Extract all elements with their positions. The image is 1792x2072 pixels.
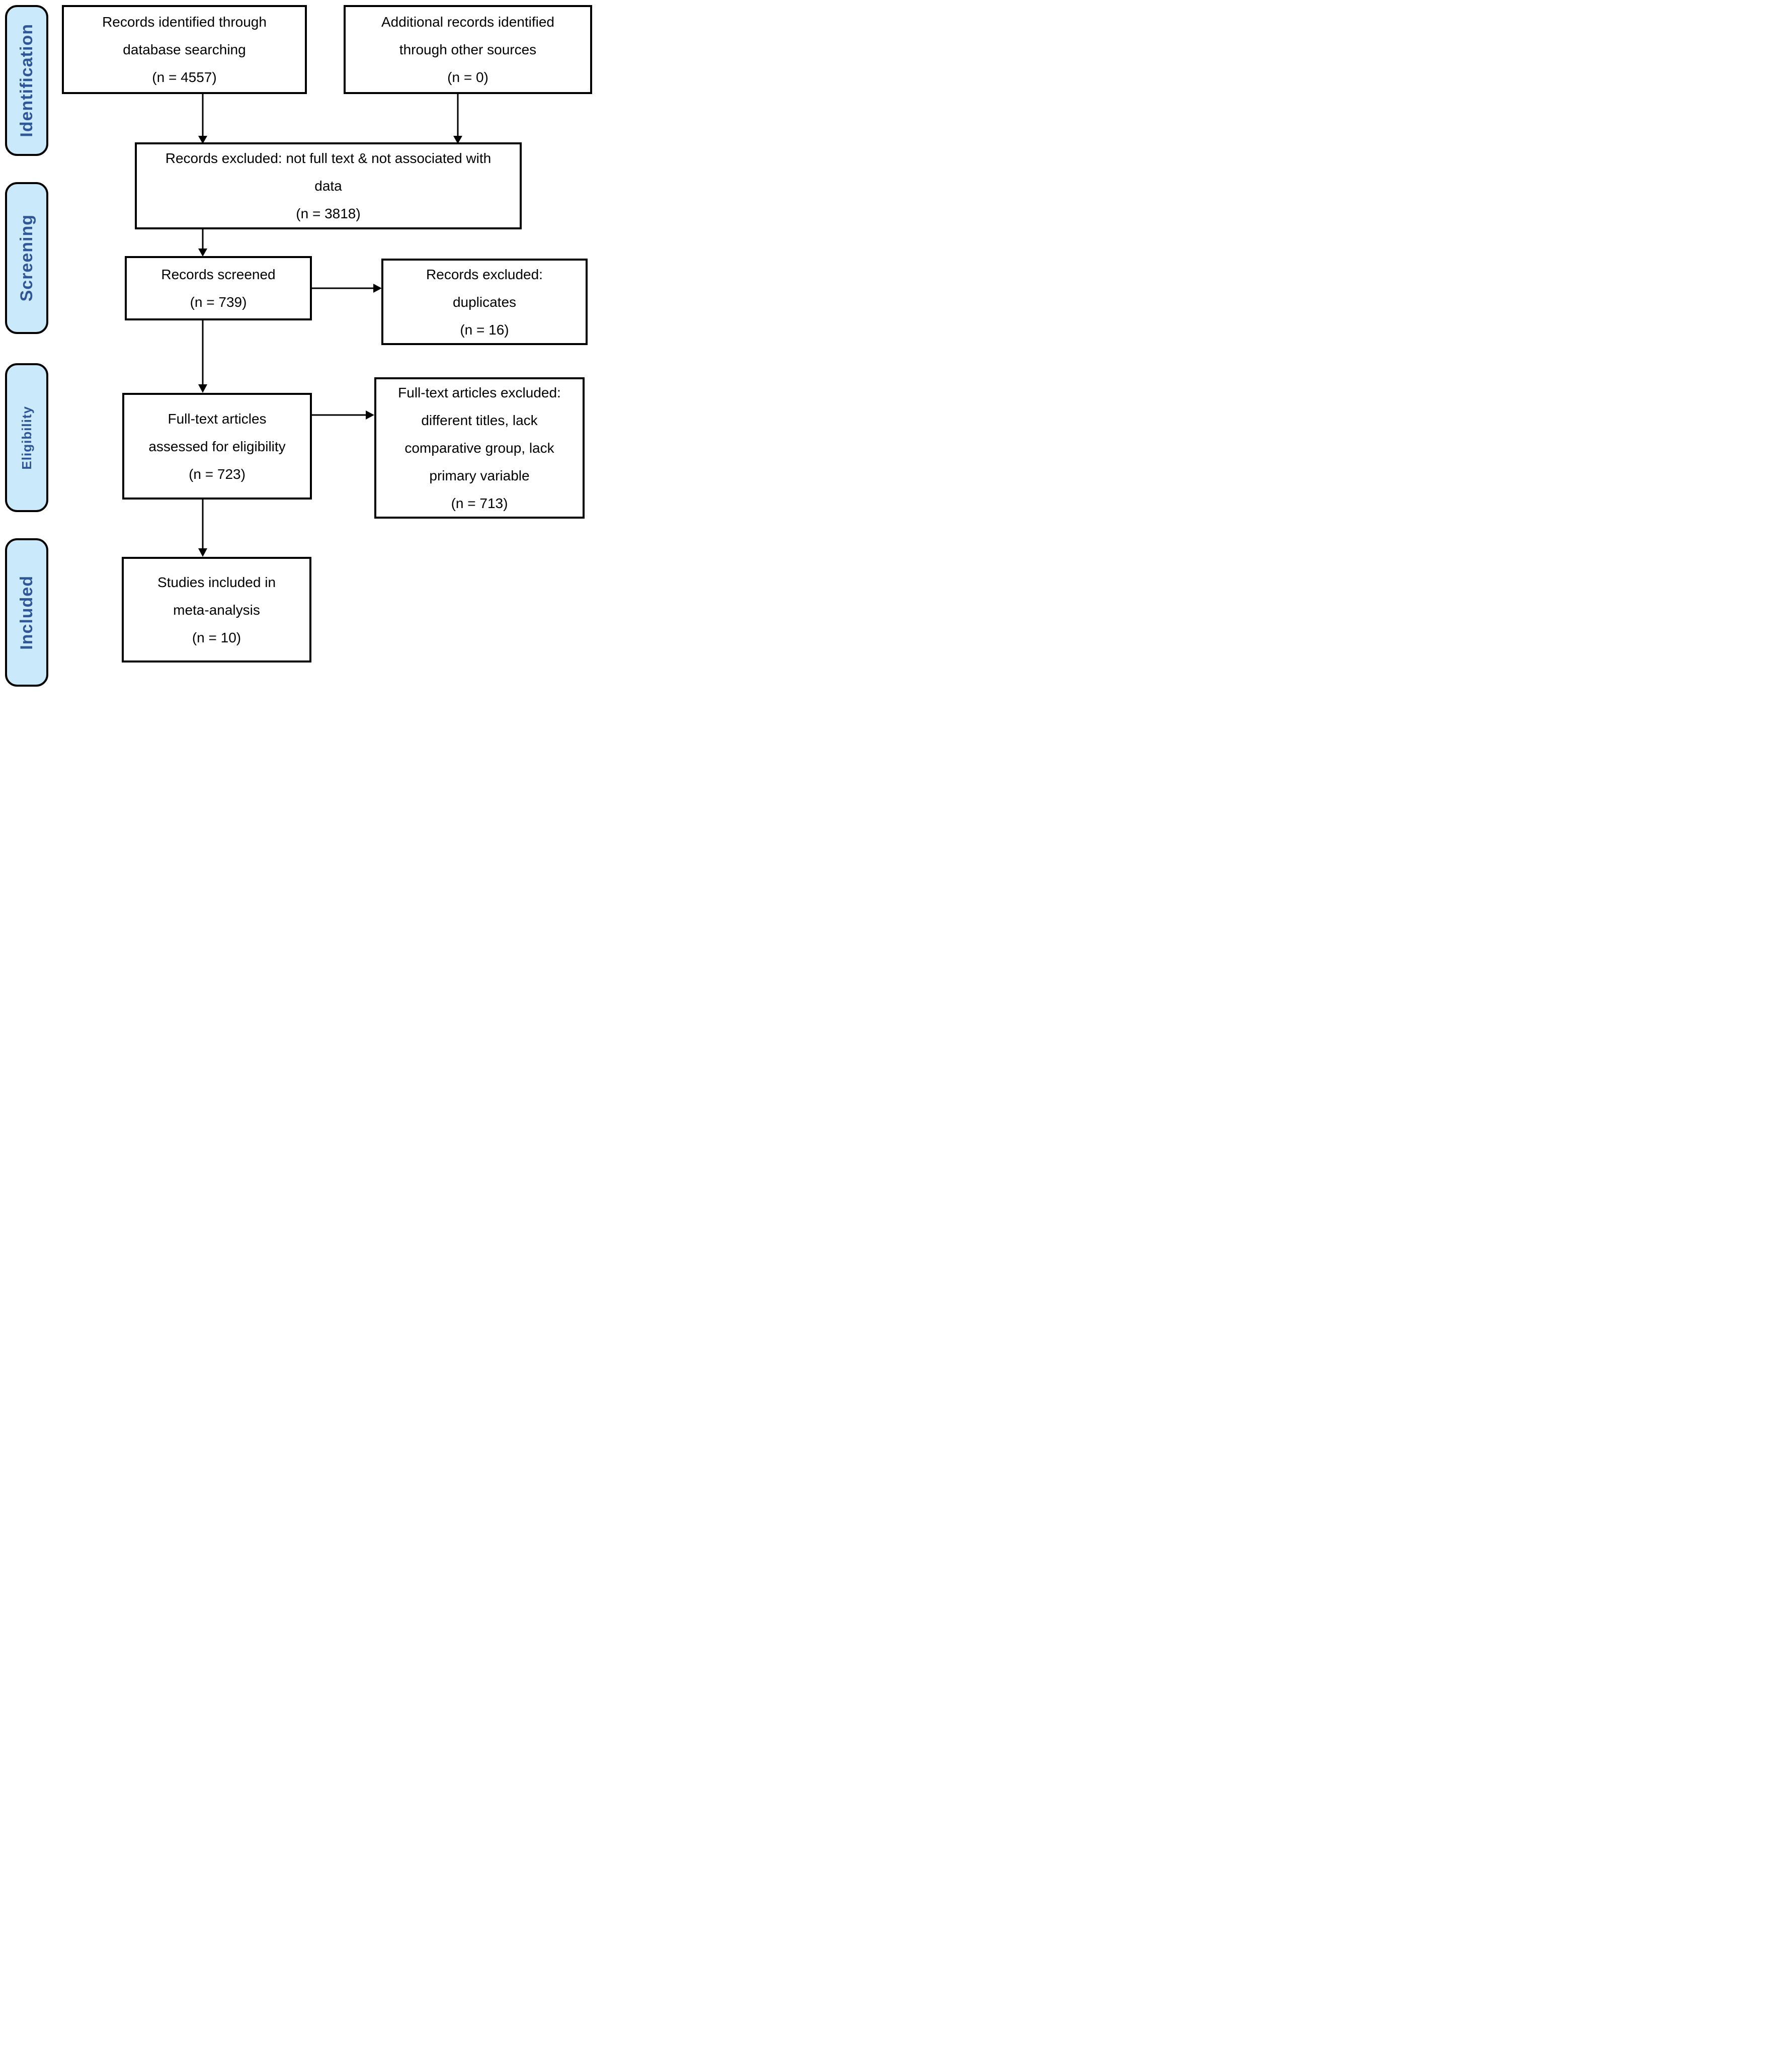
box-additional-records-line: Additional records identified	[381, 14, 554, 30]
stage-label-identification: Identification	[5, 5, 48, 156]
box-records-identified: Records identified through database sear…	[62, 5, 307, 94]
arrowhead-assessed-to-ftexcluded	[366, 410, 374, 420]
box-records-excluded-not-full-text-line: data	[314, 178, 342, 194]
arrowhead-screened-to-duplicates	[373, 284, 382, 293]
box-additional-records-count: (n = 0)	[447, 69, 488, 85]
stage-label-screening-text: Screening	[17, 214, 36, 302]
box-records-identified-line: database searching	[123, 42, 246, 57]
box-full-text-excluded-count: (n = 713)	[451, 495, 508, 511]
box-records-excluded-not-full-text: Records excluded: not full text & not as…	[135, 142, 522, 229]
box-full-text-excluded-line: comparative group, lack	[404, 440, 554, 456]
box-full-text-excluded-line: primary variable	[429, 468, 530, 483]
box-studies-included: Studies included in meta-analysis (n = 1…	[122, 557, 311, 662]
connectors-layer	[198, 94, 462, 557]
box-full-text-excluded: Full-text articles excluded: different t…	[374, 377, 585, 519]
box-records-excluded-duplicates-line: duplicates	[452, 294, 517, 310]
box-studies-included-count: (n = 10)	[192, 629, 241, 645]
box-full-text-excluded-line: Full-text articles excluded:	[398, 385, 561, 400]
box-full-text-assessed-line: assessed for eligibility	[148, 438, 286, 454]
arrowhead-assessed-to-included	[198, 548, 207, 557]
stage-label-eligibility: Eligibility	[5, 363, 48, 512]
box-records-screened: Records screened (n = 739)	[125, 256, 312, 320]
stage-label-screening: Screening	[5, 182, 48, 334]
box-records-identified-count: (n = 4557)	[152, 69, 217, 85]
box-full-text-assessed: Full-text articles assessed for eligibil…	[122, 393, 312, 500]
box-studies-included-line: meta-analysis	[173, 602, 260, 618]
stage-label-eligibility-text: Eligibility	[19, 405, 34, 470]
box-records-identified-line: Records identified through	[102, 14, 267, 30]
box-additional-records-line: through other sources	[399, 42, 537, 57]
stage-label-included-text: Included	[17, 575, 36, 650]
stage-label-included: Included	[5, 538, 48, 687]
box-full-text-excluded-line: different titles, lack	[421, 412, 538, 428]
box-full-text-assessed-line: Full-text articles	[168, 410, 267, 427]
box-records-excluded-duplicates: Records excluded: duplicates (n = 16)	[381, 259, 588, 345]
prisma-flow-diagram: Identification Screening Eligibility Inc…	[0, 0, 597, 691]
box-records-screened-count: (n = 739)	[190, 294, 247, 310]
box-full-text-assessed-count: (n = 723)	[189, 466, 246, 482]
arrowhead-excluded-to-screened	[198, 248, 207, 257]
box-records-excluded-not-full-text-line: Records excluded: not full text & not as…	[165, 150, 492, 166]
box-records-excluded-duplicates-count: (n = 16)	[460, 321, 509, 338]
arrowhead-screened-to-assessed	[198, 384, 207, 393]
box-studies-included-line: Studies included in	[157, 574, 276, 590]
box-records-excluded-duplicates-line: Records excluded:	[426, 266, 543, 282]
arrowhead-additional-to-excluded	[453, 136, 462, 144]
arrowhead-identified-to-excluded	[198, 136, 207, 144]
stage-label-identification-text: Identification	[17, 24, 36, 137]
box-additional-records: Additional records identified through ot…	[344, 5, 592, 94]
box-records-excluded-not-full-text-count: (n = 3818)	[296, 206, 361, 221]
box-records-screened-line: Records screened	[161, 267, 276, 282]
